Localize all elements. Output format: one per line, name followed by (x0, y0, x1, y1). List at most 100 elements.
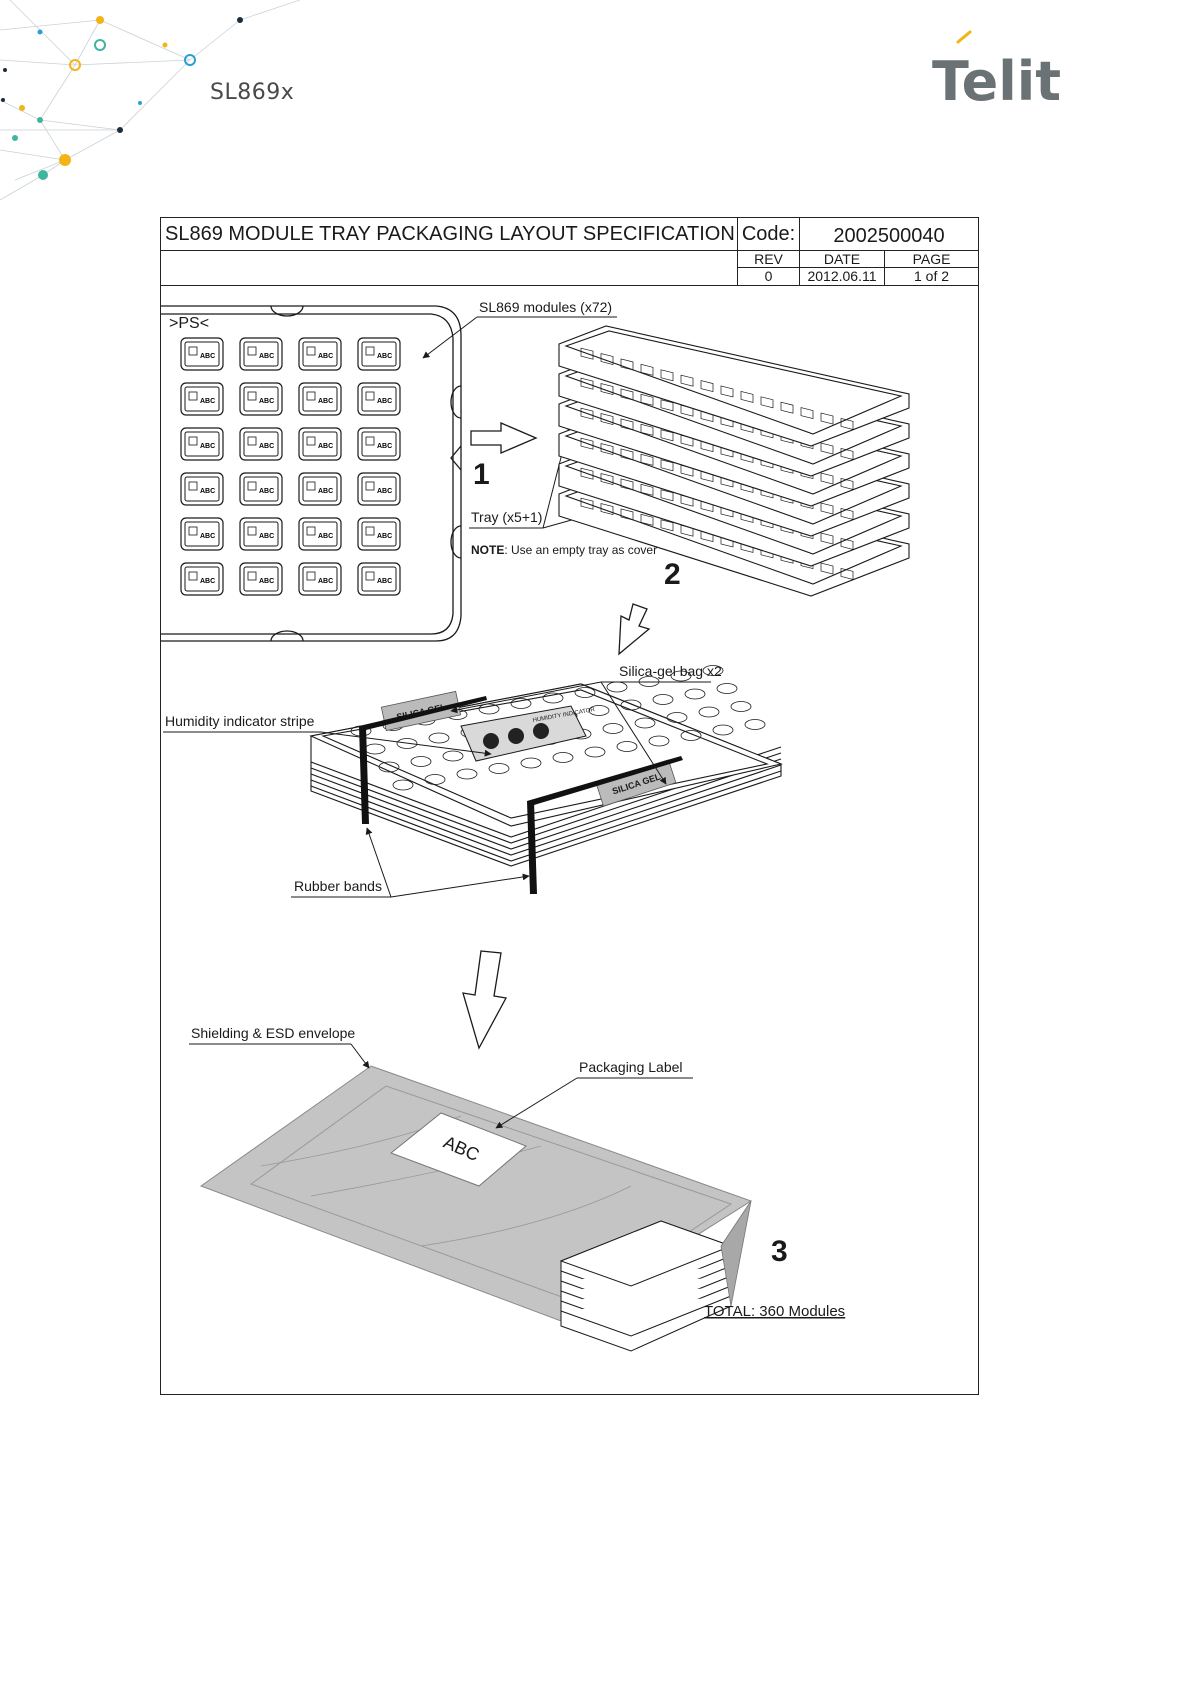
bundle-pocket (698, 706, 720, 718)
module-label: ABC (259, 488, 274, 495)
rev-value: 0 (738, 268, 800, 286)
brand-logo: Telit (930, 28, 1060, 108)
bundle-pocket (488, 763, 510, 774)
bundle-pocket (396, 738, 418, 749)
packaging-drawing-sheet: SL869 MODULE TRAY PACKAGING LAYOUT SPECI… (160, 217, 979, 1395)
module-label: ABC (259, 533, 274, 540)
tray-pocket (800, 407, 814, 420)
module-label: ABC (259, 443, 274, 450)
bundle-pocket (684, 688, 706, 700)
shielding-callout: Shielding & ESD envelope (191, 1025, 355, 1041)
single-tray-top-view (161, 305, 462, 642)
humidity-callout: Humidity indicator stripe (165, 713, 315, 729)
rubber-leader-right (390, 873, 530, 898)
bundle-pocket (670, 670, 692, 682)
module-cell: ABC (180, 382, 224, 416)
tray-pocket (600, 383, 614, 395)
silica-callout: Silica-gel bag x2 (619, 663, 722, 679)
module-grid: ABC ABC ABC ABC ABC ABC ABC ABC ABC ABC ABC ABC ABC A… (180, 337, 401, 596)
decorative-network-graphic (0, 0, 300, 201)
tray-pocket (580, 347, 594, 360)
module-label: ABC (200, 398, 215, 405)
module-label: ABC (200, 533, 215, 540)
tray-pocket (820, 472, 834, 485)
bundle-pocket (378, 761, 400, 773)
bundle-pocket (588, 705, 610, 716)
module-label: ABC (318, 533, 333, 540)
module-label: ABC (377, 398, 392, 405)
module-label: ABC (200, 578, 215, 585)
tray-pocket (660, 399, 674, 412)
tray-pocket (640, 423, 654, 436)
module-cell: ABC (357, 337, 401, 371)
label-leader (495, 1077, 578, 1129)
stack-tray (558, 325, 910, 447)
code-label: Code: (738, 218, 800, 251)
humidity-leader (320, 731, 492, 757)
silica-leader-right (600, 681, 667, 785)
tray-pocket (600, 503, 614, 515)
tray-pocket (620, 358, 634, 371)
module-label: ABC (200, 443, 215, 450)
module-label: ABC (377, 488, 392, 495)
bundle-pocket (520, 757, 542, 769)
total-modules: TOTAL: 360 Modules (704, 1303, 845, 1320)
tray-pocket (640, 513, 654, 526)
bundle-pocket (456, 768, 478, 780)
tray-pocket (640, 393, 654, 406)
module-cell: ABC (298, 337, 342, 371)
rubber-leader-left (365, 827, 392, 898)
bundle-pocket (410, 756, 432, 767)
tray-pocket (820, 412, 834, 425)
note: NOTE: Use an empty tray as cover (471, 543, 657, 557)
logo-accent-mark (956, 30, 972, 44)
tray-pocket (580, 407, 594, 420)
bundle-pocket (428, 732, 450, 744)
module-label: ABC (318, 353, 333, 360)
module-label: ABC (259, 578, 274, 585)
tray-pocket (580, 377, 594, 390)
module-cell: ABC (180, 517, 224, 551)
bundle-pocket (602, 723, 624, 734)
modules-callout-leader (422, 316, 478, 359)
module-cell: ABC (357, 382, 401, 416)
step2-number: 2 (664, 558, 681, 591)
date-label: DATE (800, 251, 885, 268)
shielding-leader (350, 1043, 370, 1069)
tray-pocket (680, 374, 694, 387)
module-cell: ABC (239, 382, 283, 416)
tray-pocket (660, 369, 674, 382)
tray-pocket (720, 385, 734, 398)
bundle-pocket (702, 665, 724, 676)
bundle-pocket (510, 698, 532, 709)
code-value: 2002500040 (800, 218, 978, 251)
date-value: 2012.06.11 (800, 268, 885, 286)
module-cell: ABC (239, 337, 283, 371)
module-cell: ABC (298, 382, 342, 416)
module-label: ABC (200, 353, 215, 360)
page-label: PAGE (885, 251, 978, 268)
bundle-pocket (652, 694, 674, 705)
step1-number: 1 (473, 458, 490, 491)
logo-text: Telit (932, 50, 1060, 108)
tray-pocket (780, 401, 794, 414)
module-cell: ABC (357, 427, 401, 461)
tray-pocket (580, 437, 594, 450)
module-cell: ABC (298, 562, 342, 596)
bundle-pocket (542, 692, 564, 704)
exploded-tray-stack (558, 325, 910, 597)
tray-pocket (840, 567, 854, 580)
tray-pocket (600, 353, 614, 365)
module-label: ABC (200, 488, 215, 495)
tray-pocket (620, 418, 634, 431)
module-cell: ABC (239, 562, 283, 596)
bundle-pocket (606, 681, 628, 693)
stack-tray-top (564, 330, 903, 435)
module-cell: ABC (298, 517, 342, 551)
module-cell: ABC (298, 472, 342, 506)
module-label: ABC (318, 443, 333, 450)
module-label: ABC (377, 533, 392, 540)
tray-pocket (760, 396, 774, 409)
label-callout: Packaging Label (579, 1059, 683, 1075)
